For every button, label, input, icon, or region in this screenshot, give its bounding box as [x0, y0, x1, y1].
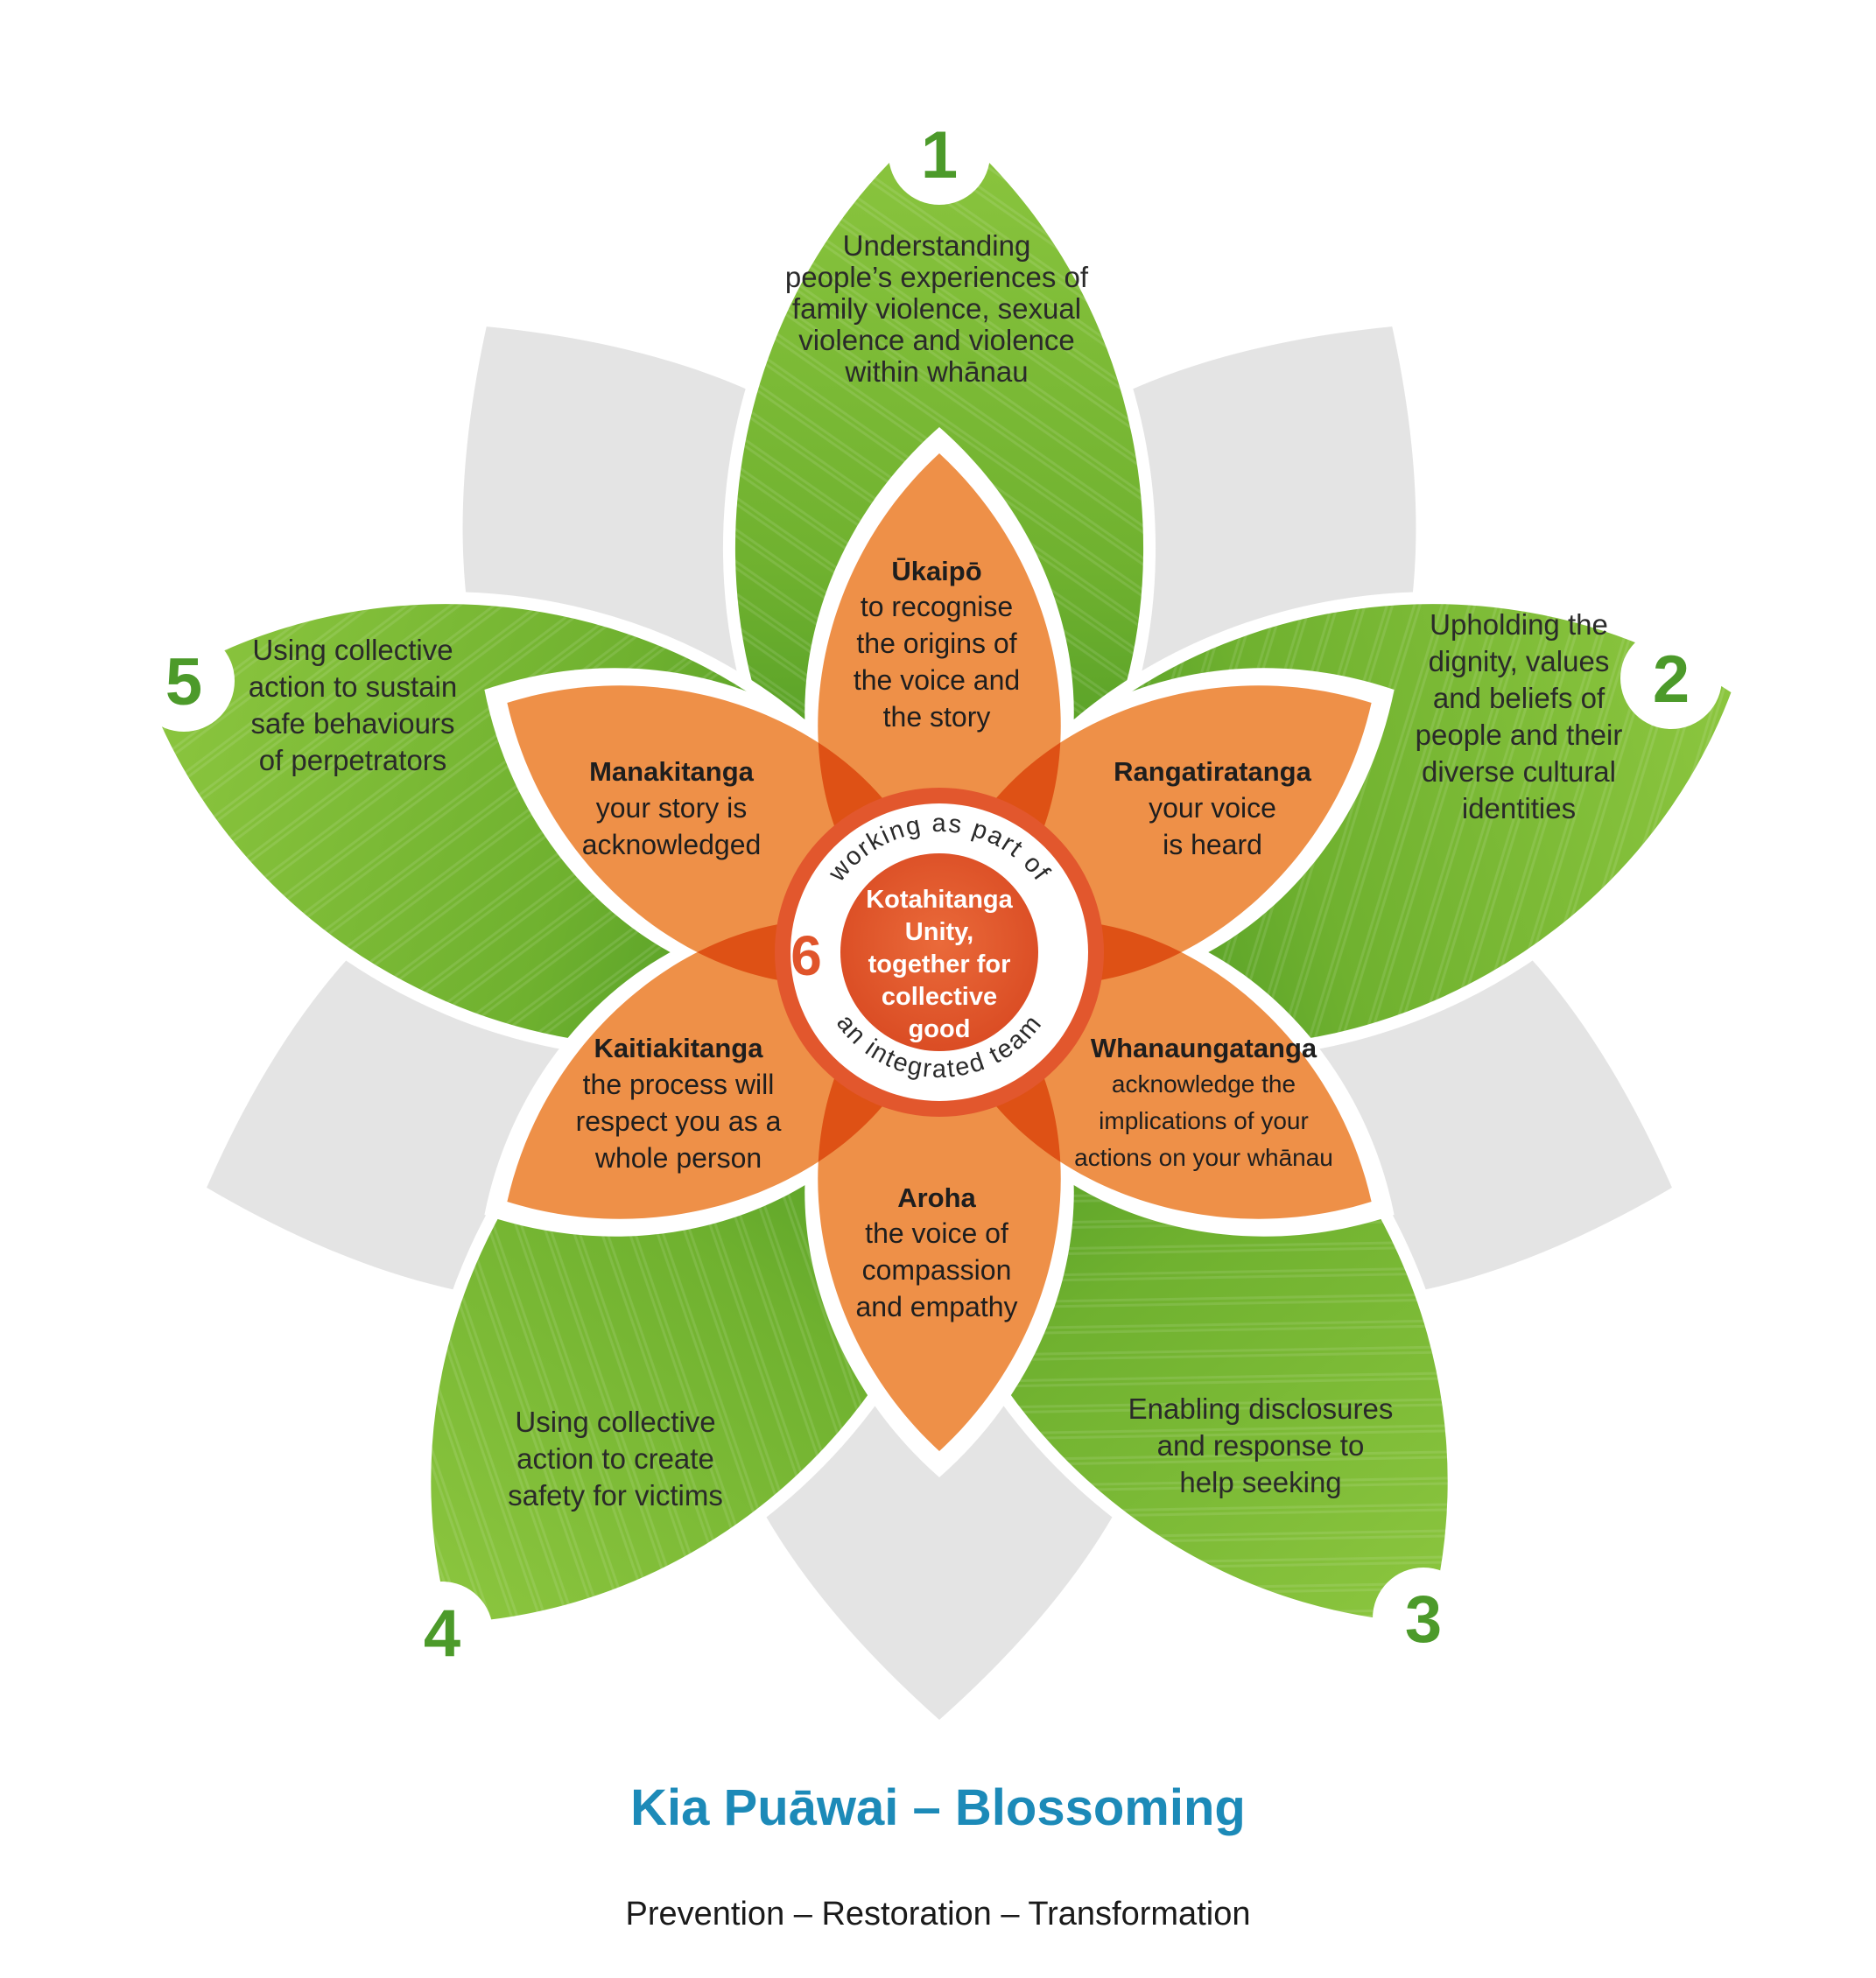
badge-1: 1	[889, 103, 990, 205]
svg-text:your story is: your story is	[596, 792, 747, 824]
center-number: 6	[790, 924, 822, 987]
outer-petal-4-text: Using collective action to create safety…	[508, 1406, 723, 1512]
svg-text:action to create: action to create	[516, 1442, 714, 1475]
svg-text:actions on your whānau: actions on your whānau	[1074, 1144, 1333, 1171]
svg-text:whole person: whole person	[594, 1142, 762, 1174]
svg-text:help seeking: help seeking	[1179, 1466, 1341, 1498]
svg-text:Rangatiratanga: Rangatiratanga	[1114, 756, 1311, 787]
svg-text:the process will: the process will	[583, 1069, 775, 1100]
center-line-2: Unity,	[905, 918, 973, 946]
center-line-5: good	[909, 1015, 971, 1043]
svg-text:2: 2	[1653, 642, 1690, 717]
svg-text:Manakitanga: Manakitanga	[589, 756, 755, 787]
svg-text:Ūkaipō: Ūkaipō	[891, 556, 981, 586]
center-hub: working as part of an integrated team 6 …	[775, 788, 1104, 1117]
svg-text:of perpetrators: of perpetrators	[259, 744, 447, 776]
svg-text:implications of your: implications of your	[1099, 1107, 1309, 1134]
svg-text:3: 3	[1405, 1582, 1442, 1657]
svg-text:and empathy: and empathy	[855, 1291, 1017, 1322]
svg-text:Using collective: Using collective	[515, 1406, 715, 1438]
svg-text:Aroha: Aroha	[897, 1182, 976, 1213]
svg-text:to recognise: to recognise	[861, 591, 1013, 622]
svg-text:4: 4	[424, 1596, 460, 1671]
inner-petal-kaitiakitanga-text: Kaitiakitanga the process will respect y…	[576, 1033, 782, 1174]
svg-text:Understanding: Understanding	[843, 229, 1031, 262]
svg-text:Kaitiakitanga: Kaitiakitanga	[594, 1033, 764, 1063]
svg-text:the story: the story	[883, 701, 991, 733]
inner-petal-rangatiratanga-text: Rangatiratanga your voice is heard	[1114, 756, 1311, 860]
svg-text:5: 5	[165, 645, 202, 719]
svg-text:family violence, sexual: family violence, sexual	[792, 292, 1081, 325]
badge-4: 4	[391, 1582, 493, 1683]
svg-text:compassion: compassion	[862, 1254, 1012, 1286]
svg-text:diverse cultural: diverse cultural	[1422, 755, 1616, 788]
center-line-1: Kotahitanga	[866, 886, 1013, 914]
diagram-subtitle: Prevention – Restoration – Transformatio…	[625, 1896, 1251, 1932]
svg-text:Using collective: Using collective	[252, 634, 453, 666]
svg-text:people’s experiences of: people’s experiences of	[785, 261, 1089, 293]
inner-petal-ukaipo-text: Ūkaipō to recognise the origins of the v…	[854, 556, 1020, 733]
outer-petal-3-text: Enabling disclosures and response to hel…	[1128, 1392, 1394, 1498]
svg-text:the voice of: the voice of	[865, 1217, 1008, 1249]
svg-text:and beliefs of: and beliefs of	[1433, 682, 1605, 714]
number-badges: 1 2 3 4 5	[133, 103, 1722, 1683]
svg-text:your voice: your voice	[1149, 792, 1276, 824]
center-line-4: collective	[882, 983, 997, 1011]
badge-3: 3	[1373, 1568, 1474, 1669]
inner-petal-manakitanga-text: Manakitanga your story is acknowledged	[582, 756, 762, 860]
svg-text:violence and violence: violence and violence	[798, 324, 1075, 356]
svg-text:dignity, values: dignity, values	[1429, 645, 1610, 677]
svg-text:is heard: is heard	[1163, 829, 1262, 860]
diagram-title: Kia Puāwai – Blossoming	[630, 1779, 1246, 1836]
svg-text:Upholding the: Upholding the	[1430, 608, 1608, 641]
outer-petal-1-text: Understanding people’s experiences of fa…	[785, 229, 1089, 388]
svg-text:the origins of: the origins of	[856, 628, 1016, 659]
svg-text:Whanaungatanga: Whanaungatanga	[1091, 1033, 1317, 1063]
outer-petal-5-text: Using collective action to sustain safe …	[249, 634, 457, 776]
svg-text:identities: identities	[1462, 792, 1576, 824]
svg-text:within whānau: within whānau	[844, 355, 1028, 388]
center-line-3: together for	[868, 950, 1011, 978]
badge-5: 5	[133, 630, 235, 732]
inner-petal-whanaungatanga-text: Whanaungatanga acknowledge the implicati…	[1074, 1033, 1333, 1171]
svg-text:safety for victims: safety for victims	[508, 1479, 723, 1512]
svg-text:safe behaviours: safe behaviours	[251, 707, 455, 740]
badge-2: 2	[1620, 628, 1722, 729]
svg-text:people and their: people and their	[1416, 719, 1623, 751]
svg-text:action to sustain: action to sustain	[249, 670, 457, 703]
svg-text:Enabling disclosures: Enabling disclosures	[1128, 1392, 1394, 1425]
svg-text:acknowledged: acknowledged	[582, 829, 762, 860]
svg-text:respect you as a: respect you as a	[576, 1105, 782, 1137]
svg-text:and response to: and response to	[1157, 1429, 1365, 1462]
outer-petal-2-text: Upholding the dignity, values and belief…	[1416, 608, 1623, 824]
svg-text:the voice and: the voice and	[854, 664, 1020, 696]
inner-petal-aroha-text: Aroha the voice of compassion and empath…	[855, 1182, 1017, 1322]
svg-text:acknowledge the: acknowledge the	[1112, 1070, 1296, 1098]
svg-text:1: 1	[921, 118, 958, 193]
